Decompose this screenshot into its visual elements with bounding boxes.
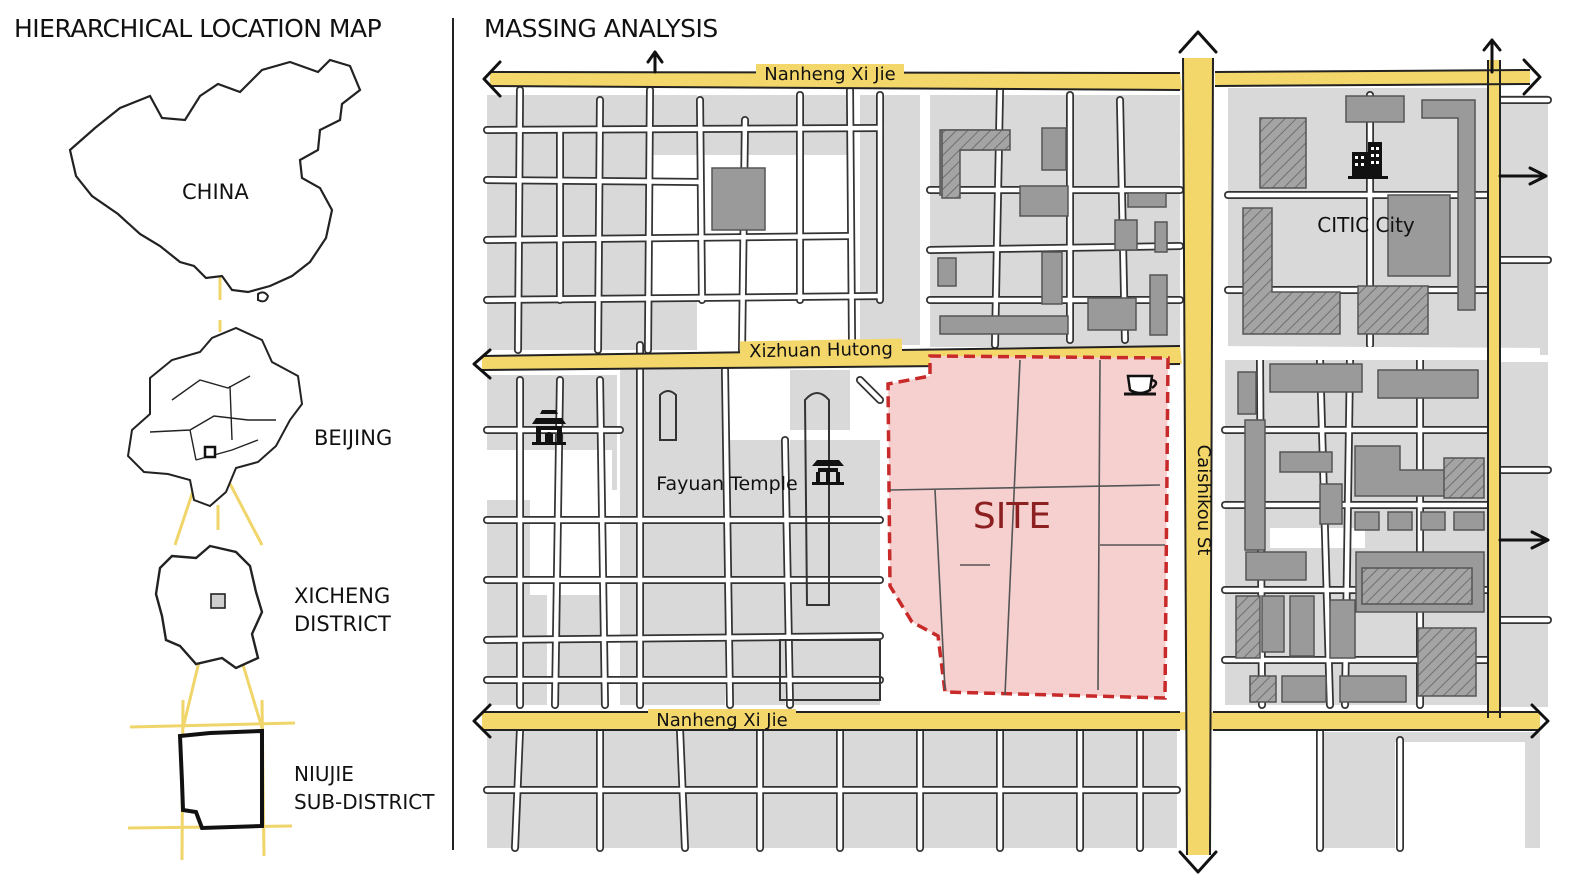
arrow-south-west (472, 703, 492, 739)
beijing-label-text: BEIJING (314, 426, 393, 450)
arrow-up-650 (646, 50, 664, 74)
north-road-label: Nanheng Xi Jie (764, 64, 895, 85)
niujie-label: NIUJIE SUB-DISTRICT (294, 760, 434, 816)
xicheng-label: XICHENG DISTRICT (294, 582, 391, 638)
niujie-label-line2: SUB-DISTRICT (294, 790, 435, 814)
location-map-title: HIERARCHICAL LOCATION MAP (14, 14, 382, 43)
road-arrows (472, 30, 1550, 874)
china-label: CHINA (182, 178, 249, 206)
citic-city-label: CITIC City (1317, 213, 1415, 237)
coffee-cup-icon (1124, 374, 1158, 396)
beijing-outline (126, 326, 304, 508)
niujie-outline (177, 728, 264, 831)
panel-divider (452, 18, 454, 850)
temple-gate-icon (532, 410, 566, 445)
temple-grounds (659, 390, 881, 701)
middle-road-label-bg (739, 338, 903, 362)
beijing-label: BEIJING (314, 424, 392, 452)
south-road-label: Nanheng Xi Jie (656, 710, 787, 731)
site-label: SITE (973, 496, 1051, 537)
china-outline (68, 58, 362, 294)
hainan-outline (257, 291, 270, 303)
arrow-middle-west (472, 348, 492, 380)
arrow-east-175 (1498, 166, 1548, 186)
arrow-east-540 (1498, 530, 1550, 550)
south-road-label-bg (648, 709, 796, 729)
open-areas (487, 155, 1525, 848)
massing-analysis-title: MASSING ANALYSIS (484, 14, 718, 43)
niujie-label-line1: NIUJIE (294, 762, 354, 786)
office-building-icon (1348, 142, 1388, 179)
xicheng-outline (154, 544, 264, 670)
east-road-label: Caishikou St (1193, 445, 1214, 556)
middle-road-label: Xizhuan Hutong (749, 339, 893, 363)
arrow-north-east (1522, 58, 1542, 96)
fayuan-temple-label: Fayuan Temple (656, 473, 797, 495)
arrow-south-east (1530, 703, 1550, 739)
hierarchy-graphic (68, 58, 362, 861)
hatched-buildings (941, 117, 1485, 703)
arrow-up-1490 (1482, 38, 1502, 74)
pagoda-icon (812, 460, 844, 485)
north-road-label-bg (756, 64, 904, 82)
arrow-caishikou-north (1178, 30, 1218, 54)
niujie-locator (210, 593, 226, 609)
xicheng-label-line1: XICHENG (294, 584, 391, 608)
site-streets (889, 359, 1165, 696)
xicheng-label-line2: DISTRICT (294, 612, 391, 636)
arrow-north-west (482, 60, 502, 98)
arrow-caishikou-south (1178, 850, 1218, 874)
china-label-text: CHINA (182, 180, 249, 204)
